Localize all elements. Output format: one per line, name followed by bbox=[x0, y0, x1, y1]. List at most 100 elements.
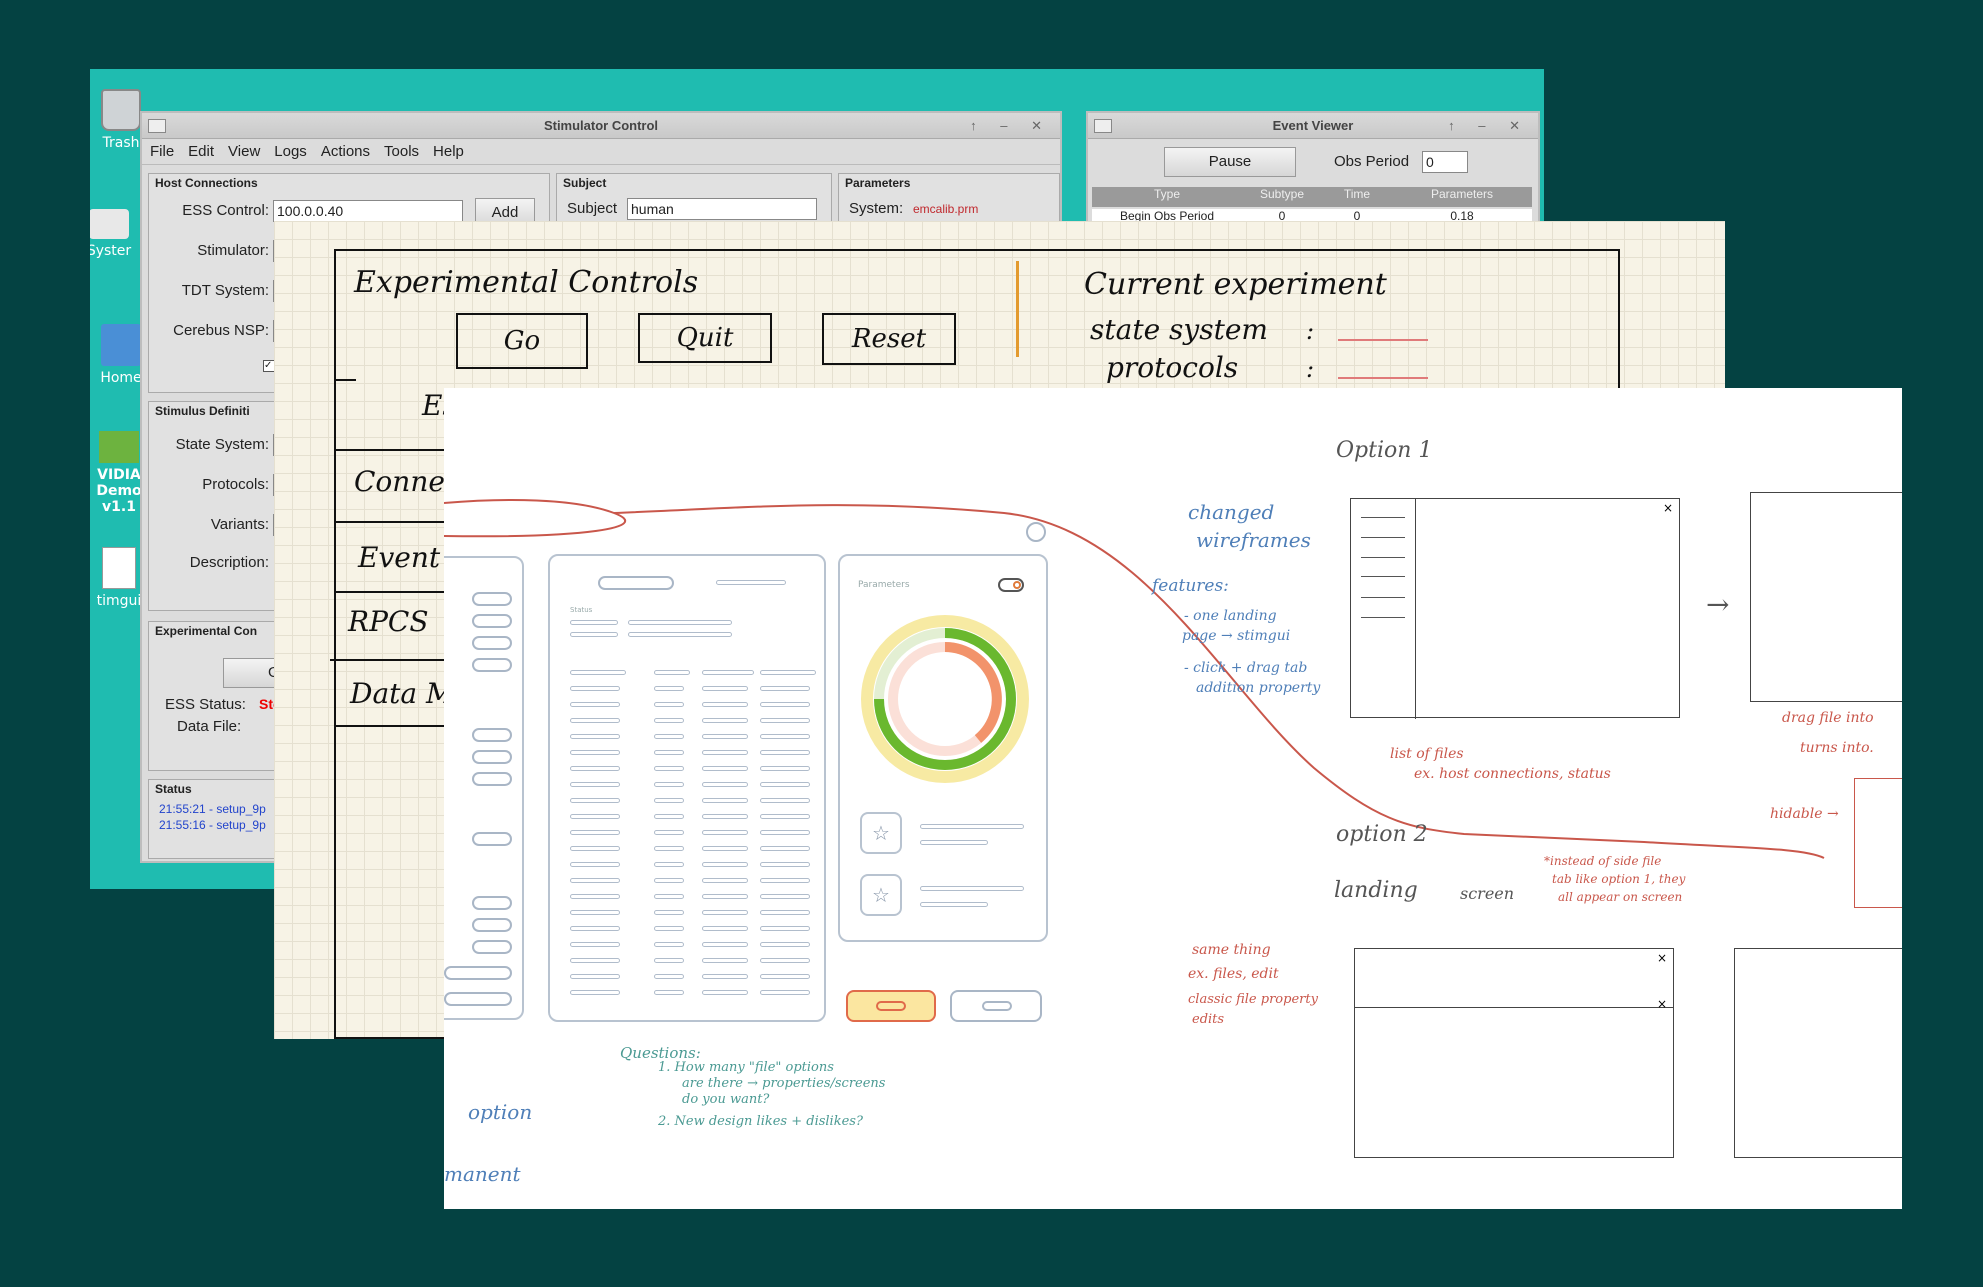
menu-help[interactable]: Help bbox=[433, 143, 464, 160]
table-cell-placeholder bbox=[702, 862, 748, 867]
table-cell-placeholder bbox=[702, 846, 748, 851]
obs-period-spinner[interactable]: 0 bbox=[1422, 151, 1468, 173]
menu-logs[interactable]: Logs bbox=[274, 143, 307, 160]
ess-control-field[interactable]: 100.0.0.40 bbox=[273, 200, 463, 222]
file-list-panel bbox=[444, 556, 524, 1020]
event-table-header: Type Subtype Time Parameters bbox=[1092, 187, 1532, 207]
table-cell-placeholder bbox=[702, 734, 748, 739]
sketch-quit-button: Quit bbox=[638, 313, 772, 363]
sketch-current-experiment: Current experiment bbox=[1084, 267, 1387, 302]
toggle-switch[interactable] bbox=[998, 578, 1024, 592]
subject-select[interactable]: human bbox=[627, 198, 817, 220]
table-cell-placeholder bbox=[702, 686, 748, 691]
table-cell-placeholder bbox=[654, 830, 684, 835]
table-cell-placeholder bbox=[654, 766, 684, 771]
desktop-icon-trash[interactable]: Trash bbox=[90, 89, 160, 151]
table-cell-placeholder bbox=[760, 974, 810, 979]
list-item[interactable] bbox=[444, 966, 512, 980]
table-cell-placeholder bbox=[702, 750, 748, 755]
list-item[interactable] bbox=[472, 658, 512, 672]
menu-tools[interactable]: Tools bbox=[384, 143, 420, 160]
star-icon[interactable]: ☆ bbox=[860, 874, 902, 916]
table-cell-placeholder bbox=[654, 958, 684, 963]
window-controls[interactable]: ↑ – ✕ bbox=[1448, 118, 1530, 133]
table-cell-placeholder bbox=[702, 782, 748, 787]
table-cell-placeholder bbox=[760, 686, 810, 691]
list-item[interactable] bbox=[472, 750, 512, 764]
table-cell-placeholder bbox=[654, 942, 684, 947]
window-menu-icon[interactable] bbox=[1094, 119, 1112, 133]
list-item[interactable] bbox=[472, 614, 512, 628]
table-cell-placeholder bbox=[570, 702, 620, 707]
table-cell-placeholder bbox=[570, 830, 620, 835]
status-table-panel: Status bbox=[548, 554, 826, 1022]
option2-sketch: × × bbox=[1354, 948, 1674, 1158]
table-cell-placeholder bbox=[570, 798, 620, 803]
table-cell-placeholder bbox=[760, 942, 810, 947]
table-cell-placeholder bbox=[702, 894, 748, 899]
list-item[interactable] bbox=[472, 918, 512, 932]
sketch-reset-button: Reset bbox=[822, 313, 956, 365]
hidable-panel-sketch bbox=[1854, 778, 1902, 908]
desktop-icon-system[interactable]: Syster bbox=[90, 209, 148, 259]
document-icon bbox=[102, 547, 136, 589]
menu-edit[interactable]: Edit bbox=[188, 143, 215, 160]
sketch-state-system: state system bbox=[1090, 313, 1268, 346]
option1-result-sketch bbox=[1750, 492, 1902, 702]
list-item[interactable] bbox=[472, 592, 512, 606]
table-cell-placeholder bbox=[702, 910, 748, 915]
table-cell-placeholder bbox=[654, 990, 684, 995]
table-cell-placeholder bbox=[760, 734, 810, 739]
sketch-title: Experimental Controls bbox=[354, 265, 699, 300]
table-cell-placeholder bbox=[654, 782, 684, 787]
list-item[interactable] bbox=[472, 832, 512, 846]
window-menu-icon[interactable] bbox=[148, 119, 166, 133]
list-item[interactable] bbox=[444, 992, 512, 1006]
list-item[interactable] bbox=[472, 940, 512, 954]
sketch-divider bbox=[334, 725, 474, 727]
nvidia-logo-icon bbox=[99, 431, 139, 463]
trash-icon bbox=[101, 89, 141, 131]
primary-action-button[interactable] bbox=[846, 990, 936, 1022]
option2-result-sketch bbox=[1734, 948, 1902, 1158]
table-cell-placeholder bbox=[570, 990, 620, 995]
sketch-divider bbox=[334, 521, 474, 523]
pause-button[interactable]: Pause bbox=[1164, 147, 1296, 177]
menu-bar: File Edit View Logs Actions Tools Help bbox=[142, 139, 1060, 165]
table-cell-placeholder bbox=[570, 686, 620, 691]
table-cell-placeholder bbox=[654, 878, 684, 883]
list-item[interactable] bbox=[472, 636, 512, 650]
menu-actions[interactable]: Actions bbox=[320, 143, 371, 160]
list-item[interactable] bbox=[472, 728, 512, 742]
table-cell-placeholder bbox=[760, 718, 810, 723]
window-titlebar[interactable]: Stimulator Control ↑ – ✕ bbox=[142, 113, 1060, 139]
tab-pill[interactable] bbox=[598, 576, 674, 590]
menu-view[interactable]: View bbox=[228, 143, 261, 160]
list-item[interactable] bbox=[472, 772, 512, 786]
secondary-action-button[interactable] bbox=[950, 990, 1042, 1022]
star-icon[interactable]: ☆ bbox=[860, 812, 902, 854]
table-cell-placeholder bbox=[760, 990, 810, 995]
table-cell-placeholder bbox=[760, 862, 810, 867]
table-cell-placeholder bbox=[760, 926, 810, 931]
table-cell-placeholder bbox=[702, 814, 748, 819]
window-titlebar[interactable]: Event Viewer ↑ – ✕ bbox=[1088, 113, 1538, 139]
table-cell-placeholder bbox=[570, 910, 620, 915]
connector-lines bbox=[444, 499, 1825, 859]
desktop-icon-nvidia[interactable]: VIDIA Demo v1.1 bbox=[90, 431, 158, 515]
list-item[interactable] bbox=[472, 896, 512, 910]
table-cell-placeholder bbox=[760, 846, 810, 851]
menu-file[interactable]: File bbox=[150, 143, 175, 160]
table-cell-placeholder bbox=[760, 878, 810, 883]
table-cell-placeholder bbox=[570, 718, 620, 723]
table-cell-placeholder bbox=[654, 862, 684, 867]
desktop-icon-stimgui[interactable]: timgui bbox=[90, 547, 158, 609]
table-cell-placeholder bbox=[570, 782, 620, 787]
table-cell-placeholder bbox=[570, 846, 620, 851]
table-cell-placeholder bbox=[760, 782, 810, 787]
desktop-icon-home[interactable]: Home bbox=[90, 324, 160, 386]
window-controls[interactable]: ↑ – ✕ bbox=[970, 118, 1052, 133]
table-cell-placeholder bbox=[760, 958, 810, 963]
table-cell-placeholder bbox=[570, 766, 620, 771]
status-log-line: 21:55:16 - setup_9p bbox=[159, 818, 266, 832]
